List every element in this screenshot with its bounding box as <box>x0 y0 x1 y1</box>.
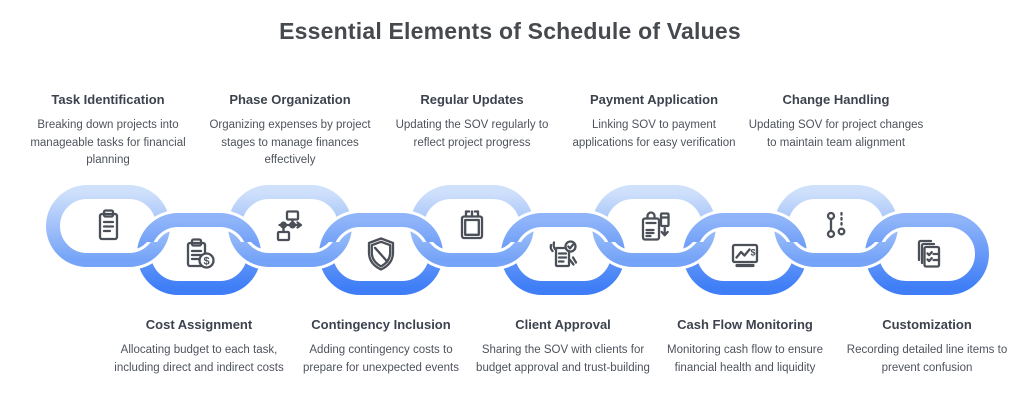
svg-text:$: $ <box>203 256 209 268</box>
payment-terminal-icon <box>641 211 670 241</box>
item-description: Recording detailed line items to prevent… <box>846 344 1008 374</box>
clipboard-list-icon <box>98 209 119 241</box>
workflow-icon <box>276 210 303 242</box>
item-heading: Phase Organization <box>229 92 351 107</box>
bottom-item-customization: Customization Recording detailed line it… <box>839 317 1015 377</box>
top-item-phase-organization: Phase Organization Organizing expenses b… <box>202 92 378 169</box>
bottom-item-contingency-inclusion: Contingency Inclusion Adding contingency… <box>293 317 469 377</box>
item-heading: Payment Application <box>589 92 719 107</box>
item-description: Updating SOV for project changes to main… <box>748 119 924 149</box>
item-description: Allocating budget to each task, includin… <box>114 344 284 374</box>
item-heading: Client Approval <box>515 317 611 332</box>
stacked-documents-icon <box>917 239 941 268</box>
item-heading: Cash Flow Monitoring <box>677 317 813 332</box>
bottom-item-cash-flow-monitoring: Cash Flow Monitoring Monitoring cash flo… <box>657 317 833 377</box>
top-item-regular-updates: Regular Updates Updating the SOV regular… <box>384 92 560 152</box>
item-heading: Cost Assignment <box>145 317 253 332</box>
item-description: Adding contingency costs to prepare for … <box>303 344 459 374</box>
page-title: Essential Elements of Schedule of Values <box>279 18 741 44</box>
item-description: Organizing expenses by project stages to… <box>209 119 371 166</box>
calendar-icon <box>460 210 484 240</box>
clipboard-dollar-icon: $ <box>186 238 215 269</box>
item-heading: Contingency Inclusion <box>311 317 451 332</box>
item-heading: Task Identification <box>51 92 165 107</box>
item-heading: Regular Updates <box>420 92 524 107</box>
item-description: Breaking down projects into manageable t… <box>30 119 186 166</box>
top-item-change-handling: Change Handling Updating SOV for project… <box>748 92 924 152</box>
item-description: Monitoring cash flow to ensure financial… <box>667 344 823 374</box>
document-approval-icon <box>549 240 578 268</box>
item-heading: Change Handling <box>782 92 890 107</box>
bottom-item-client-approval: Client Approval Sharing the SOV with cli… <box>475 317 651 377</box>
item-description: Linking SOV to payment applications for … <box>572 119 736 149</box>
top-item-task-identification: Task Identification Breaking down projec… <box>20 92 196 169</box>
svg-text:$: $ <box>750 248 755 258</box>
item-description: Sharing the SOV with clients for budget … <box>476 344 650 374</box>
timeline-sliders-icon <box>826 211 846 239</box>
bottom-item-cost-assignment: Cost Assignment Allocating budget to eac… <box>111 317 287 377</box>
item-heading: Customization <box>882 317 972 332</box>
top-item-payment-application: Payment Application Linking SOV to payme… <box>566 92 742 152</box>
monitor-chart-icon: $ <box>731 243 759 268</box>
item-description: Updating the SOV regularly to reflect pr… <box>395 119 549 149</box>
shield-icon <box>367 237 395 271</box>
